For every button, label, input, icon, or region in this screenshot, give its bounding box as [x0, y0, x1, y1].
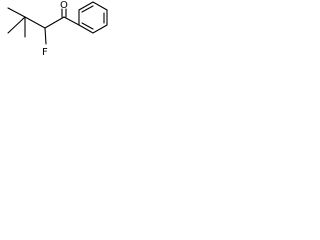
bond-carbonyl-ring	[63, 16, 80, 26]
bond-methyl-top-quaternary	[7, 7, 26, 18]
bond-methyl-left-quaternary	[7, 16, 26, 34]
benzene-ring	[78, 1, 108, 34]
ring-double-bond-1	[81, 5, 94, 13]
structure-diagram: O F	[0, 0, 112, 66]
bond-c-f	[44, 27, 47, 45]
oxygen-label: O	[60, 0, 68, 11]
ring-double-bond-3	[81, 22, 94, 30]
molecule-drawing: O F	[7, 0, 108, 58]
bond-cf-carbonyl	[44, 16, 65, 29]
fluorine-label: F	[42, 47, 48, 58]
bond-quaternary-cf	[24, 16, 46, 29]
